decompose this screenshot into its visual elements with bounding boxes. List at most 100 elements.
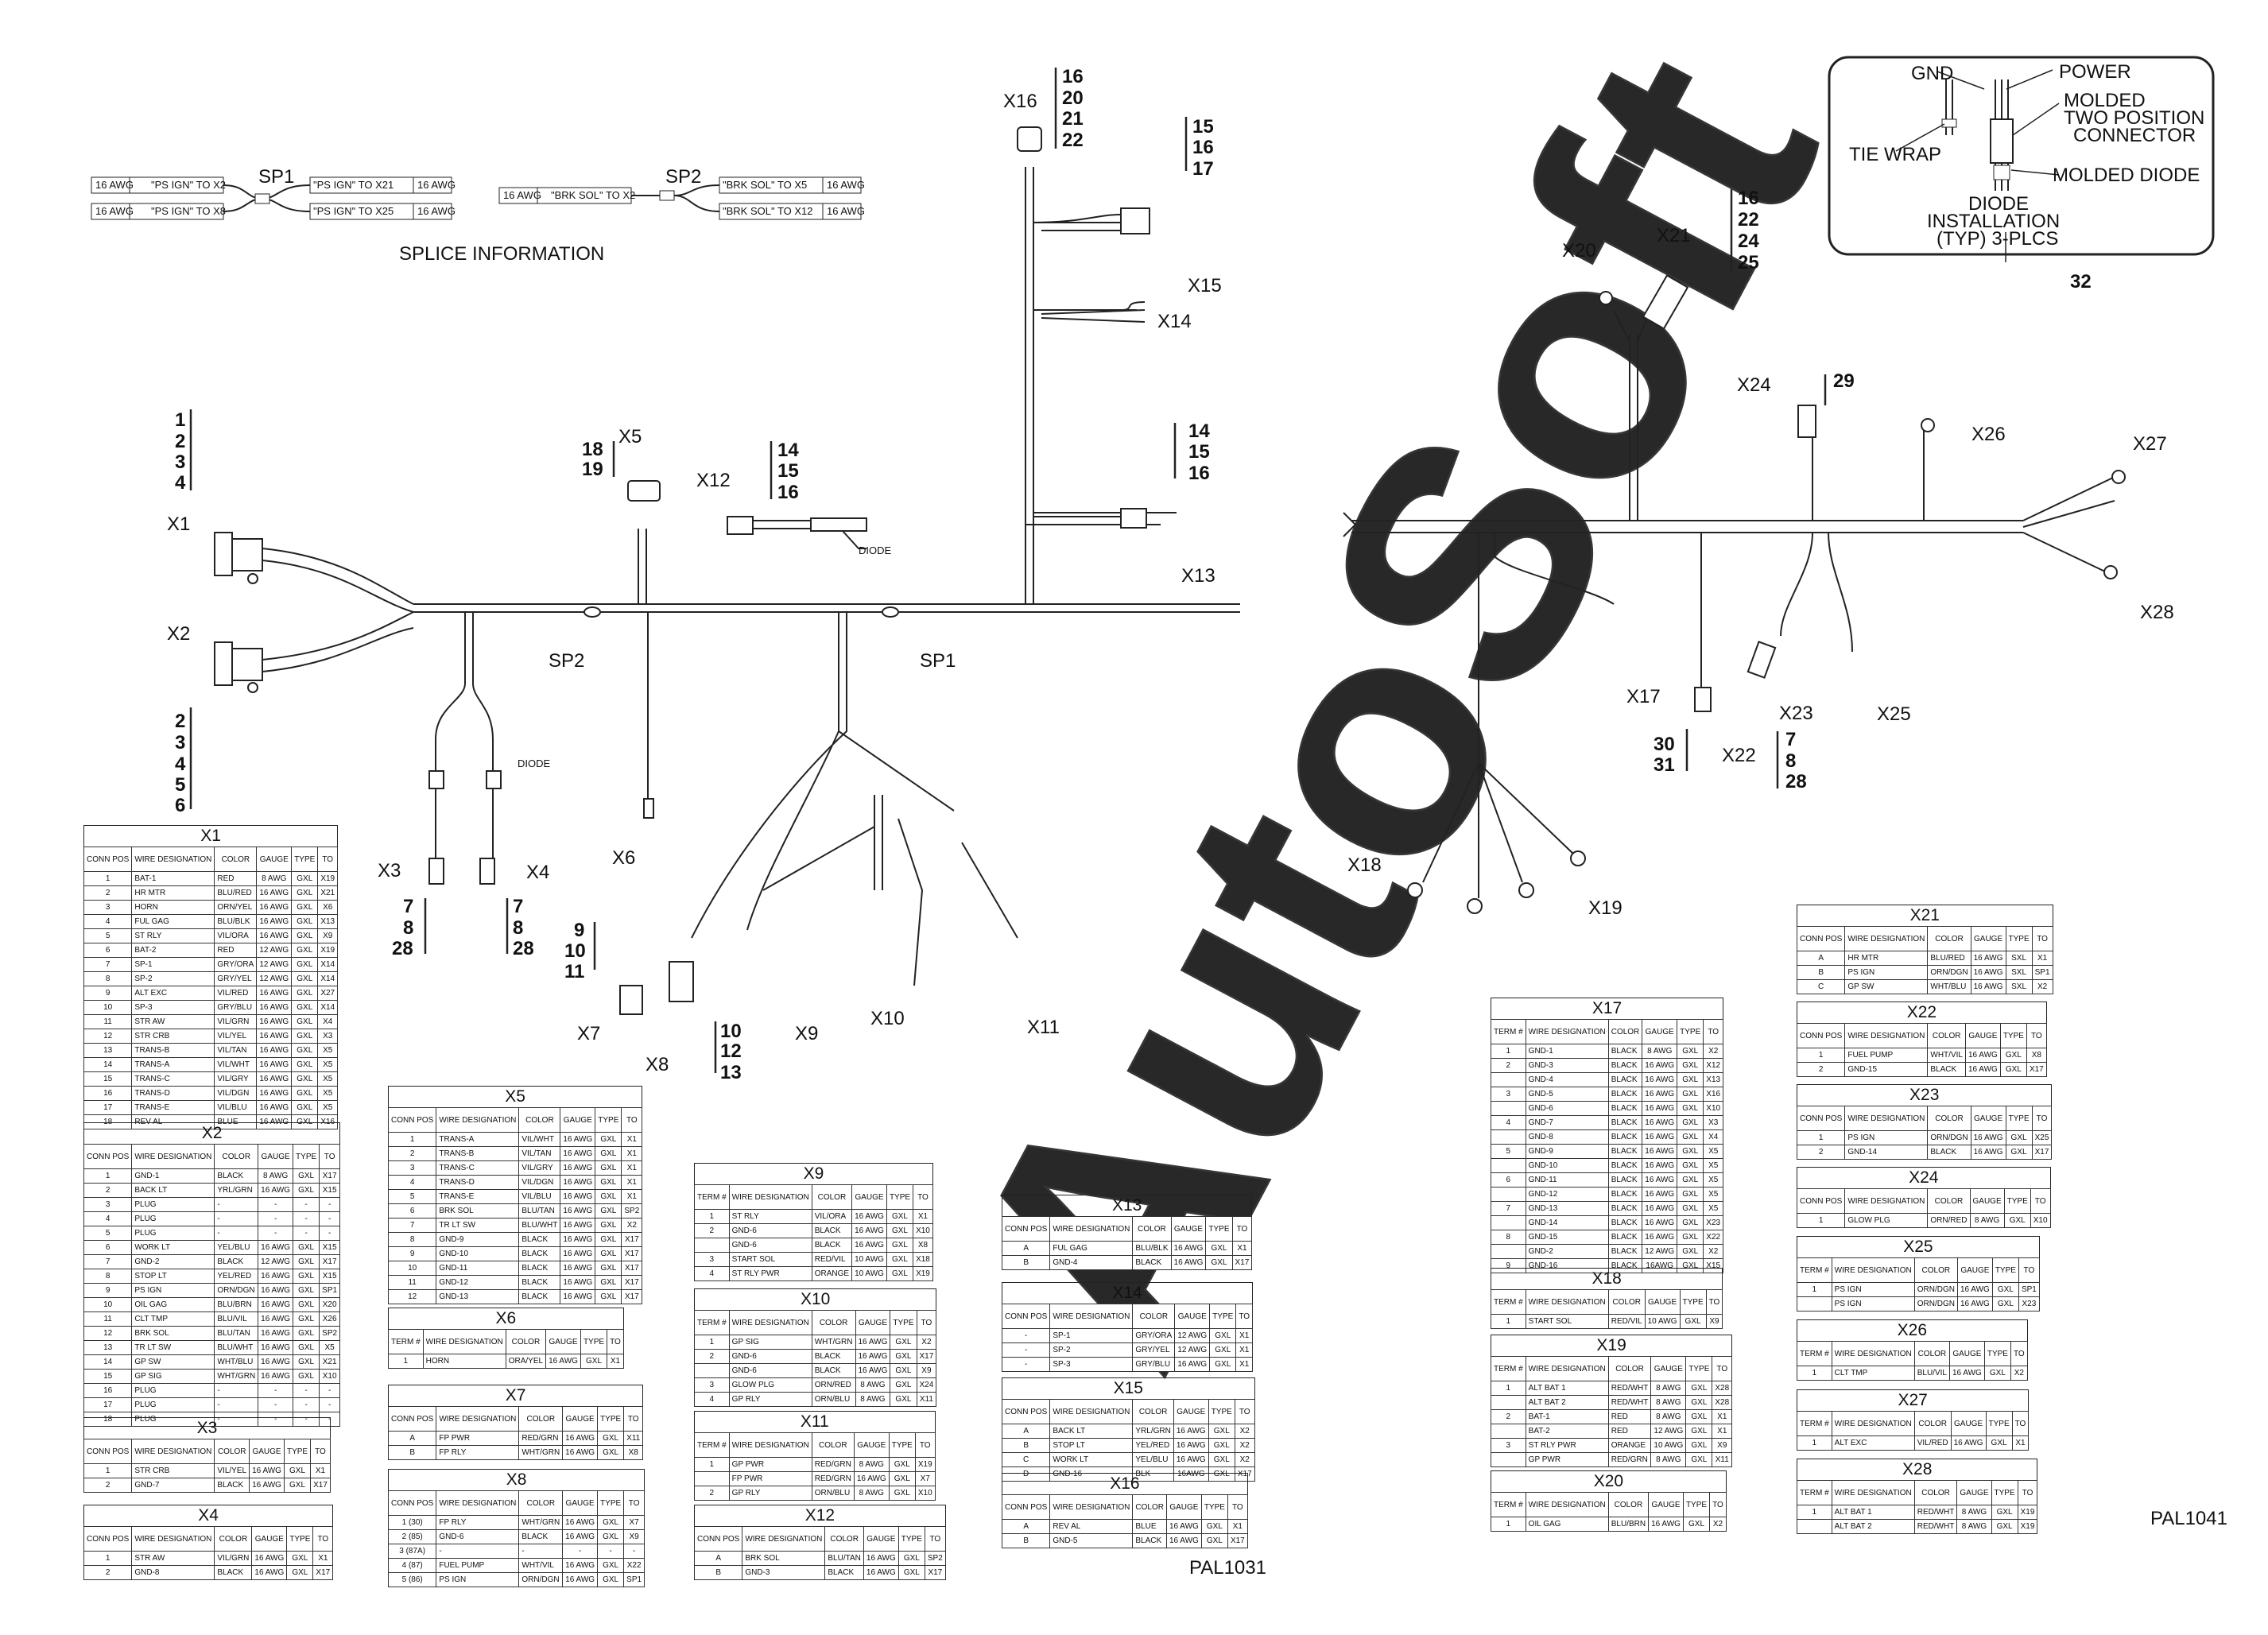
table-cell: BLACK: [1607, 1044, 1643, 1059]
table-cell: 16 AWG: [1970, 1130, 2006, 1145]
table-cell: 2: [694, 1223, 730, 1238]
table-cell: TRANS-E: [436, 1189, 520, 1204]
table-cell: -: [258, 1226, 294, 1241]
table-cell: GXL: [291, 971, 319, 986]
table-cell: FUL GAG: [131, 914, 215, 929]
table-cell: X5: [1703, 1187, 1724, 1202]
table-cell: 1: [83, 1463, 133, 1478]
svg-text:"PS IGN" TO X2: "PS IGN" TO X2: [151, 179, 226, 191]
svg-text:3: 3: [175, 732, 185, 754]
table-cell: X17: [621, 1232, 643, 1247]
table-cell: ALT BAT 2: [1831, 1519, 1915, 1534]
table-cell: 16 AWG: [1642, 1158, 1678, 1173]
table-cell: 12 AWG: [256, 957, 293, 972]
table-title: X15: [1002, 1377, 1255, 1399]
table-cell: 16 AWG: [256, 914, 293, 929]
column-header: COLOR: [1913, 1257, 1958, 1283]
table-cell: SP2: [621, 1203, 643, 1219]
table-cell: GND-6: [728, 1223, 812, 1238]
table-cell: X8: [2026, 1048, 2047, 1063]
svg-text:MOLDED: MOLDED: [2064, 90, 2146, 111]
connector-labels: X1 X2 X3 X4 X5 X6 X7 X8 X9 X10 X11 X12 X…: [167, 91, 2227, 1579]
table-cell: BLACK: [1607, 1129, 1643, 1145]
table-cell: X9: [1705, 1314, 1723, 1329]
table-cell: BLU/BRN: [1607, 1517, 1650, 1532]
table-cell: 16 AWG: [258, 1240, 294, 1255]
table-cell: -: [293, 1397, 320, 1412]
column-header: WIRE DESIGNATION: [131, 1439, 215, 1464]
column-header: TYPE: [291, 847, 319, 872]
svg-text:28: 28: [392, 938, 413, 959]
table-cell: 16 AWG: [249, 1463, 285, 1478]
table-cell: GXL: [595, 1189, 622, 1204]
column-header: WIRE DESIGNATION: [1831, 1257, 1915, 1283]
column-header: GAUGE: [251, 1526, 288, 1552]
table-cell: TRANS-B: [131, 1043, 215, 1058]
table-cell: 16 AWG: [562, 1515, 599, 1530]
table-cell: GND-14: [1844, 1145, 1929, 1160]
table-title: X14: [1002, 1282, 1254, 1304]
table-cell: 8 AWG: [1642, 1044, 1678, 1059]
table-cell: GXL: [595, 1261, 622, 1276]
table-cell: X18: [913, 1252, 933, 1267]
column-header: COLOR: [1913, 1341, 1950, 1366]
table-cell: GXL: [291, 1071, 319, 1087]
table-cell: GXL: [888, 1457, 916, 1472]
table-cell: -: [258, 1397, 294, 1412]
column-header: COLOR: [505, 1329, 547, 1354]
svg-text:16: 16: [1192, 137, 1214, 158]
column-header: GAUGE: [256, 847, 293, 872]
svg-text:16 AWG: 16 AWG: [503, 189, 541, 201]
table-cell: WHT/GRN: [518, 1515, 564, 1530]
column-header: GAUGE: [249, 1439, 285, 1464]
table-cell: 16 AWG: [1642, 1215, 1678, 1230]
column-header: GAUGE: [562, 1490, 599, 1516]
table-cell: OIL GAG: [1525, 1517, 1609, 1532]
table-cell: 16 AWG: [1642, 1230, 1678, 1245]
table-cell: GND-15: [1844, 1062, 1929, 1077]
splice-info-title: SPLICE INFORMATION: [399, 243, 604, 265]
table-cell: GXL: [291, 885, 319, 901]
table-cell: SP1: [319, 1283, 341, 1298]
svg-text:"BRK SOL" TO X2: "BRK SOL" TO X2: [551, 189, 635, 201]
table-cell: GXL: [293, 1311, 320, 1327]
table-cell: GXL: [291, 957, 319, 972]
x25-label: X25: [1877, 703, 1911, 725]
column-header: WIRE DESIGNATION: [1525, 1289, 1609, 1315]
svg-text:7: 7: [1785, 729, 1796, 750]
splice-info: 16 AWG "PS IGN" TO X2 16 AWG "PS IGN" TO…: [91, 166, 865, 265]
x2-label: X2: [167, 623, 190, 645]
table-cell: X9: [317, 928, 339, 943]
column-header: COLOR: [1913, 1480, 1958, 1505]
table-cell: [1797, 1519, 1832, 1534]
column-header: COLOR: [811, 1184, 853, 1210]
table-cell: X5: [317, 1057, 339, 1072]
table-title: X1: [83, 825, 339, 847]
table-cell: GND-2: [1525, 1244, 1609, 1259]
column-header: TYPE: [2005, 1106, 2033, 1131]
svg-text:12: 12: [720, 1040, 742, 1062]
table-cell: C: [1796, 979, 1846, 994]
table-cell: X9: [1712, 1438, 1733, 1453]
table-cell: 1: [83, 871, 133, 886]
table-cell: VIL/GRY: [214, 1071, 258, 1087]
table-cell: SP-3: [131, 1000, 215, 1015]
table-cell: 16 AWG: [855, 1363, 891, 1378]
table-cell: -: [319, 1226, 341, 1241]
table-cell: 12: [83, 1326, 133, 1341]
table-cell: 8 AWG: [258, 1168, 294, 1184]
table-cell: BLACK: [811, 1238, 853, 1253]
column-header: COLOR: [1132, 1399, 1174, 1424]
sp2-splice-label: SP2: [665, 166, 701, 188]
column-header: WIRE DESIGNATION: [1844, 1188, 1929, 1214]
column-header: TYPE: [2003, 1188, 2031, 1214]
column-header: TERM #: [694, 1184, 730, 1210]
table-cell: ORN/RED: [1927, 1213, 1971, 1228]
